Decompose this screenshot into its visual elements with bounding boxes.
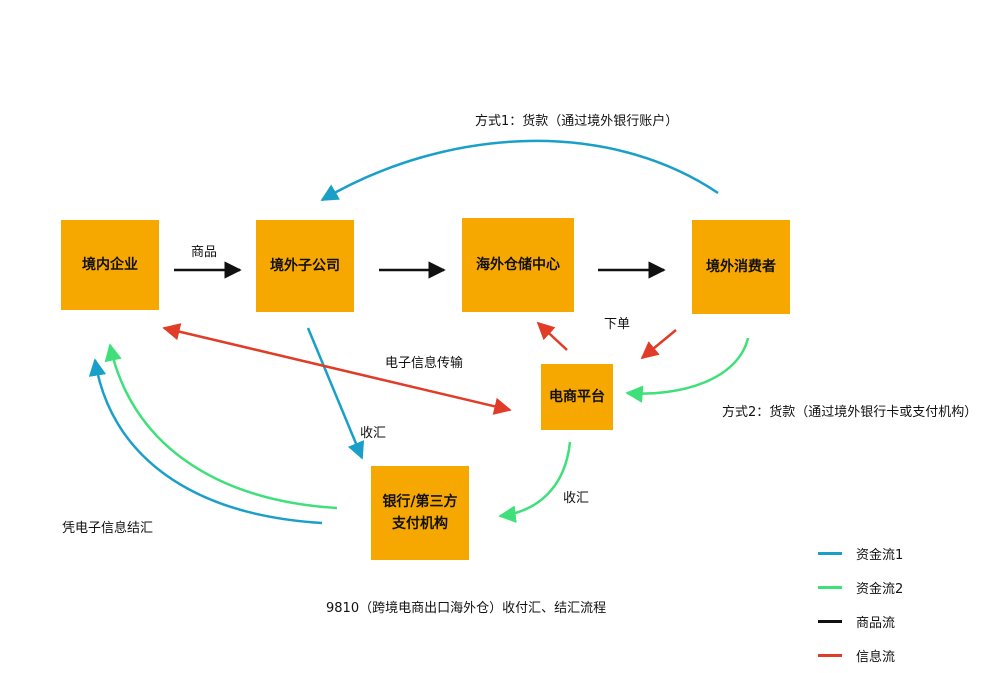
label-collect-subsidiary: 收汇 [360,426,387,441]
node-overseas-consumer: 境外消费者 [692,220,790,314]
fund2-arrow-platform-to-bank [498,441,572,523]
info-arrow-platform-to-warehouse [536,321,568,351]
legend-swatch [818,551,842,555]
legend-label: 资金流1 [856,547,904,563]
label-settle: 凭电子信息结汇 [62,521,154,536]
node-overseas-warehouse: 海外仓储中心 [462,218,574,312]
node-domestic-enterprise: 境内企业 [61,220,159,310]
node-overseas-warehouse-label: 海外仓储中心 [476,257,560,273]
node-bank-payment: 银行/第三方 支付机构 [371,466,469,560]
legend-label: 商品流 [856,615,896,631]
node-domestic-enterprise-label: 境内企业 [82,257,138,273]
label-electronic-info: 电子信息传输 [385,356,464,371]
legend-label: 信息流 [856,649,896,665]
node-bank-payment-line2: 支付机构 [392,516,448,532]
label-goods: 商品 [191,245,218,260]
node-overseas-subsidiary-label: 境外子公司 [270,258,340,274]
node-overseas-subsidiary: 境外子公司 [256,220,354,312]
fund2-arrow-bank-to-domestic [104,343,338,510]
fund1-arrow-bank-to-domestic [88,358,323,525]
legend: 资金流1 资金流2 商品流 信息流 [818,536,903,672]
info-arrow-consumer-to-platform [640,329,677,360]
diagram-caption: 9810（跨境电商出口海外仓）收付汇、结汇流程 [326,601,607,616]
node-ecommerce-platform: 电商平台 [541,364,613,430]
label-place-order: 下单 [604,317,631,332]
node-ecommerce-platform-label: 电商平台 [549,389,605,405]
label-method2: 方式2：货款（通过境外银行卡或支付机构） [722,405,978,420]
legend-item-info-flow: 信息流 [818,638,903,672]
fund1-arrow-subsidiary-to-bank [306,327,365,460]
legend-swatch [818,585,842,589]
legend-swatch [818,619,842,623]
fund2-arrow-consumer-to-platform [625,337,750,403]
legend-swatch [818,653,842,657]
legend-item-fund-flow-2: 资金流2 [818,570,903,604]
legend-item-goods-flow: 商品流 [818,604,903,638]
node-overseas-consumer-label: 境外消费者 [706,259,776,275]
label-method1: 方式1：货款（通过境外银行账户） [475,114,679,129]
label-collect-platform: 收汇 [563,491,590,506]
legend-label: 资金流2 [856,581,904,597]
node-bank-payment-line1: 银行/第三方 [382,494,458,510]
fund1-arrow-consumer-to-subsidiary [320,139,719,202]
legend-item-fund-flow-1: 资金流1 [818,536,903,570]
info-arrow-domestic-platform [162,323,512,415]
